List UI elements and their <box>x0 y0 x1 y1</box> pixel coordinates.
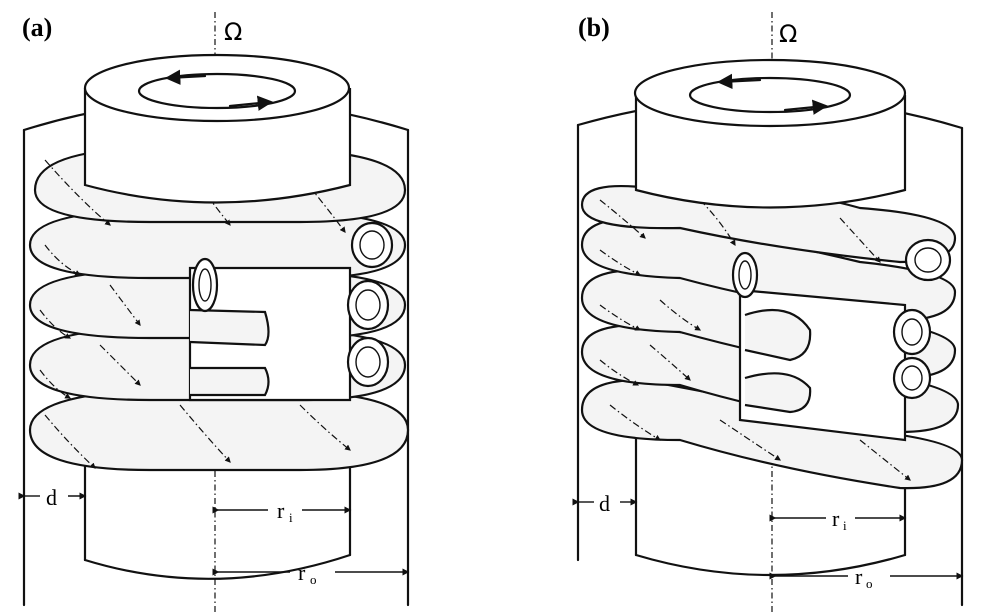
panel-b-streamlines <box>599 199 911 481</box>
panel-b-outer-radius-subscript: o <box>866 576 873 591</box>
panel-a-omega-label: Ω <box>224 18 242 46</box>
panel-a-gap-dimension: d <box>18 485 87 510</box>
panel-b-inner-radius-label: r <box>832 506 840 531</box>
panel-b-label: (b) <box>578 13 610 42</box>
panel-b-omega-label: Ω <box>779 20 797 48</box>
panel-a-cut-vortex-stub <box>189 308 270 347</box>
panel-b-cut-vortex-stub <box>744 308 812 362</box>
panel-a-label: (a) <box>22 13 52 42</box>
panel-b-inner-radius-dimension: r i <box>769 506 907 533</box>
panel-a-inner-cylinder-top <box>83 53 352 204</box>
panel-a-outer-radius-subscript: o <box>310 572 317 587</box>
panel-a-inner-radius-subscript: i <box>289 510 293 525</box>
panel-a-inner-radius-label: r <box>277 498 285 523</box>
panel-a-gap-label: d <box>46 485 57 510</box>
panel-a-inner-radius-dimension: r i <box>212 498 352 525</box>
panel-b-gap-label: d <box>599 491 610 516</box>
panel-a-taylor-vortices <box>28 146 410 472</box>
panel-b-wavy-vortices <box>580 185 964 490</box>
panel-a-cut-vortex-stub <box>190 366 270 397</box>
panel-b-inner-radius-subscript: i <box>843 518 847 533</box>
panel-a-vortex-ring <box>28 388 410 472</box>
panel-b-gap-dimension: d <box>572 491 638 516</box>
panel-b-outer-radius-label: r <box>855 564 863 589</box>
panel-a-vortex-cross-sections <box>191 221 394 388</box>
panel-a-inner-cylinder-base <box>83 463 352 580</box>
panel-a: (a) Ω <box>18 12 410 612</box>
panel-a-outer-radius-label: r <box>298 560 306 585</box>
panel-b-inner-cylinder-top <box>633 58 907 209</box>
panel-b: (b) Ω <box>572 12 964 612</box>
panel-b-vortex-cross-sections <box>731 238 952 400</box>
panel-b-cut-vortex-stub <box>744 372 812 414</box>
panel-b-outer-radius-dimension: r o <box>769 564 964 591</box>
panel-a-outer-radius-dimension: r o <box>212 560 410 587</box>
